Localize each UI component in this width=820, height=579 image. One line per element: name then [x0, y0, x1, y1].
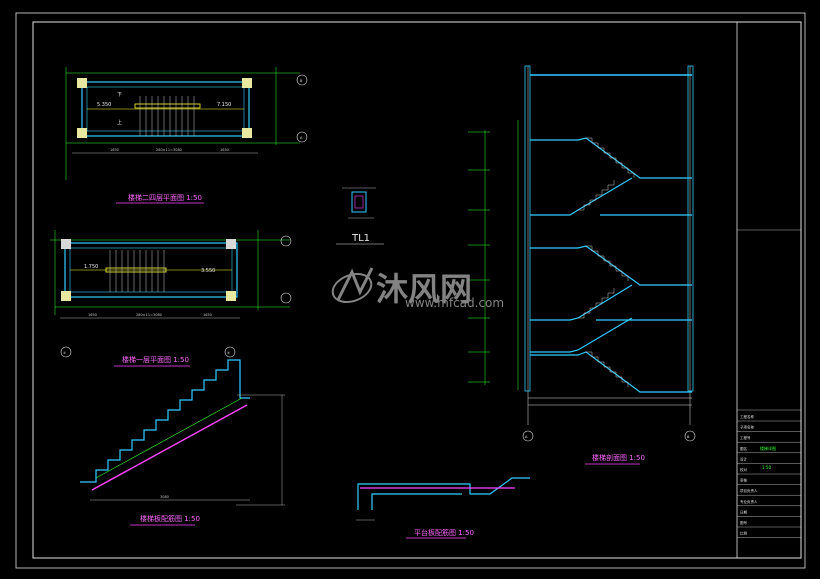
title-block-row-label: 比例 [740, 531, 748, 536]
stair-slab-detail: 3080 楼梯板配筋图 1:50 [80, 359, 285, 526]
landing-slab-detail: 平台板配筋图 1:50 [356, 477, 530, 539]
svg-text:1650: 1650 [110, 148, 119, 152]
axis-label-4-lower: ④ [227, 351, 230, 355]
slab-detail-title: 楼梯板配筋图 1:50 [140, 514, 200, 523]
axis-label-b-upper: B [300, 79, 303, 83]
section-title: 楼梯剖面图 1:50 [592, 453, 645, 462]
title-block-row-label: 设计 [740, 456, 748, 461]
title-block-row-label: 工程名称 [740, 414, 754, 419]
svg-text:280×11=3080: 280×11=3080 [136, 313, 162, 317]
title-block-drawing-name: 楼梯详图 [760, 445, 776, 451]
tl1-beam-section: TL1 [336, 187, 384, 245]
stair-down-mark: 下 [117, 92, 122, 98]
title-block-row-label: 专业负责人 [740, 499, 758, 504]
title-block-row-label: 审核 [740, 478, 748, 483]
watermark-url: www.mfcad.com [405, 296, 504, 310]
lower-level-right: 3.550 [201, 268, 215, 274]
axis-label-1-lower: ① [63, 351, 66, 355]
title-block-row-label: 图号 [740, 520, 748, 525]
svg-text:1650: 1650 [220, 148, 229, 152]
stair-section: A B 楼梯剖面图 1:50 [468, 65, 696, 465]
lower-stair-plan: 1650 280×11=3080 1650 ① ④ 1.750 3.550 楼梯一层… [50, 230, 292, 367]
outer-frame [15, 12, 806, 569]
title-block-row-label: 日期 [740, 509, 748, 514]
axis-label-a-upper: A [300, 136, 303, 140]
title-block-row-label: 项目负责人 [740, 488, 758, 493]
section-axis-a: A [525, 435, 528, 439]
upper-level-left: 5.350 [97, 102, 111, 108]
title-block-scale: 1:50 [762, 465, 771, 470]
lower-plan-title: 楼梯一层平面图 1:50 [122, 355, 189, 364]
beam-label: TL1 [351, 233, 370, 244]
svg-text:1650: 1650 [88, 313, 97, 317]
watermark: 沐风网 www.mfcad.com [331, 267, 504, 310]
upper-level-right: 7.150 [217, 102, 231, 108]
svg-text:3080: 3080 [160, 495, 169, 499]
title-block-row-label: 工程号 [740, 435, 751, 440]
upper-plan-title: 楼梯二四层平面图 1:50 [128, 193, 202, 202]
svg-text:280×11=3080: 280×11=3080 [156, 148, 182, 152]
svg-text:1650: 1650 [203, 313, 212, 317]
stair-up-mark: 上 [117, 119, 122, 126]
watermark-brand: 沐风网 [376, 270, 472, 308]
title-block-row-label: 校对 [740, 467, 748, 472]
title-block [736, 22, 801, 558]
section-axis-b: B [687, 435, 690, 439]
title-block-row-label: 图名 [740, 446, 747, 451]
title-block-row-label: 子项名称 [740, 425, 754, 430]
lower-level-left: 1.750 [84, 264, 98, 270]
mfcad-logo-icon [331, 267, 374, 304]
inner-frame [32, 21, 802, 559]
landing-detail-title: 平台板配筋图 1:50 [414, 528, 474, 537]
